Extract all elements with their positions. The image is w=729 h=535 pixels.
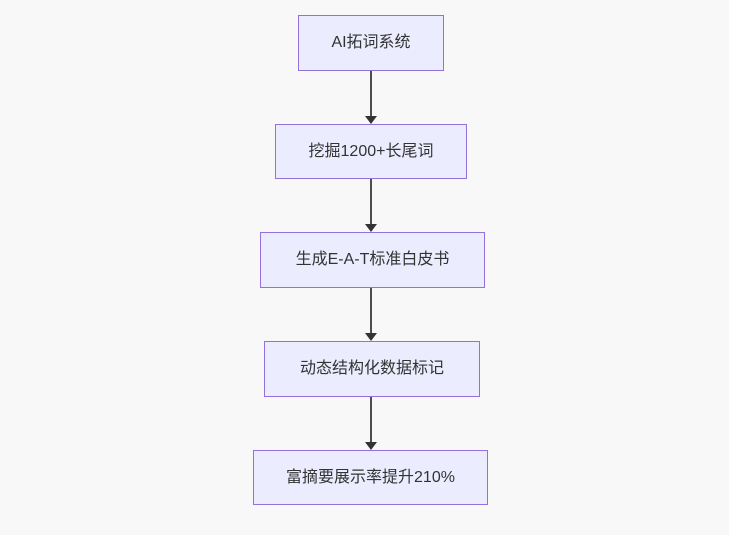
arrow-shaft [370, 397, 372, 442]
flow-arrow-4 [364, 397, 378, 450]
arrow-down-icon [365, 116, 377, 124]
flow-node-longtail-mining: 挖掘1200+长尾词 [275, 124, 467, 179]
flow-node-ai-keyword-system: AI拓词系统 [298, 15, 444, 71]
flow-arrow-2 [364, 179, 378, 232]
arrow-shaft [370, 71, 372, 116]
flow-node-label: AI拓词系统 [331, 34, 411, 52]
arrow-shaft [370, 179, 372, 224]
flow-node-label: 动态结构化数据标记 [299, 360, 444, 378]
flow-arrow-3 [364, 288, 378, 341]
flow-arrow-1 [364, 71, 378, 124]
arrow-down-icon [365, 333, 377, 341]
flow-node-structured-data-markup: 动态结构化数据标记 [264, 341, 480, 397]
flow-node-label: 生成E-A-T标准白皮书 [295, 251, 450, 269]
arrow-down-icon [365, 224, 377, 232]
arrow-shaft [370, 288, 372, 333]
flow-node-rich-snippet-result: 富摘要展示率提升210% [253, 450, 488, 505]
arrow-down-icon [365, 442, 377, 450]
flow-node-label: 富摘要展示率提升210% [286, 468, 455, 486]
flow-node-eat-whitepaper: 生成E-A-T标准白皮书 [260, 232, 485, 288]
flow-node-label: 挖掘1200+长尾词 [308, 142, 434, 160]
